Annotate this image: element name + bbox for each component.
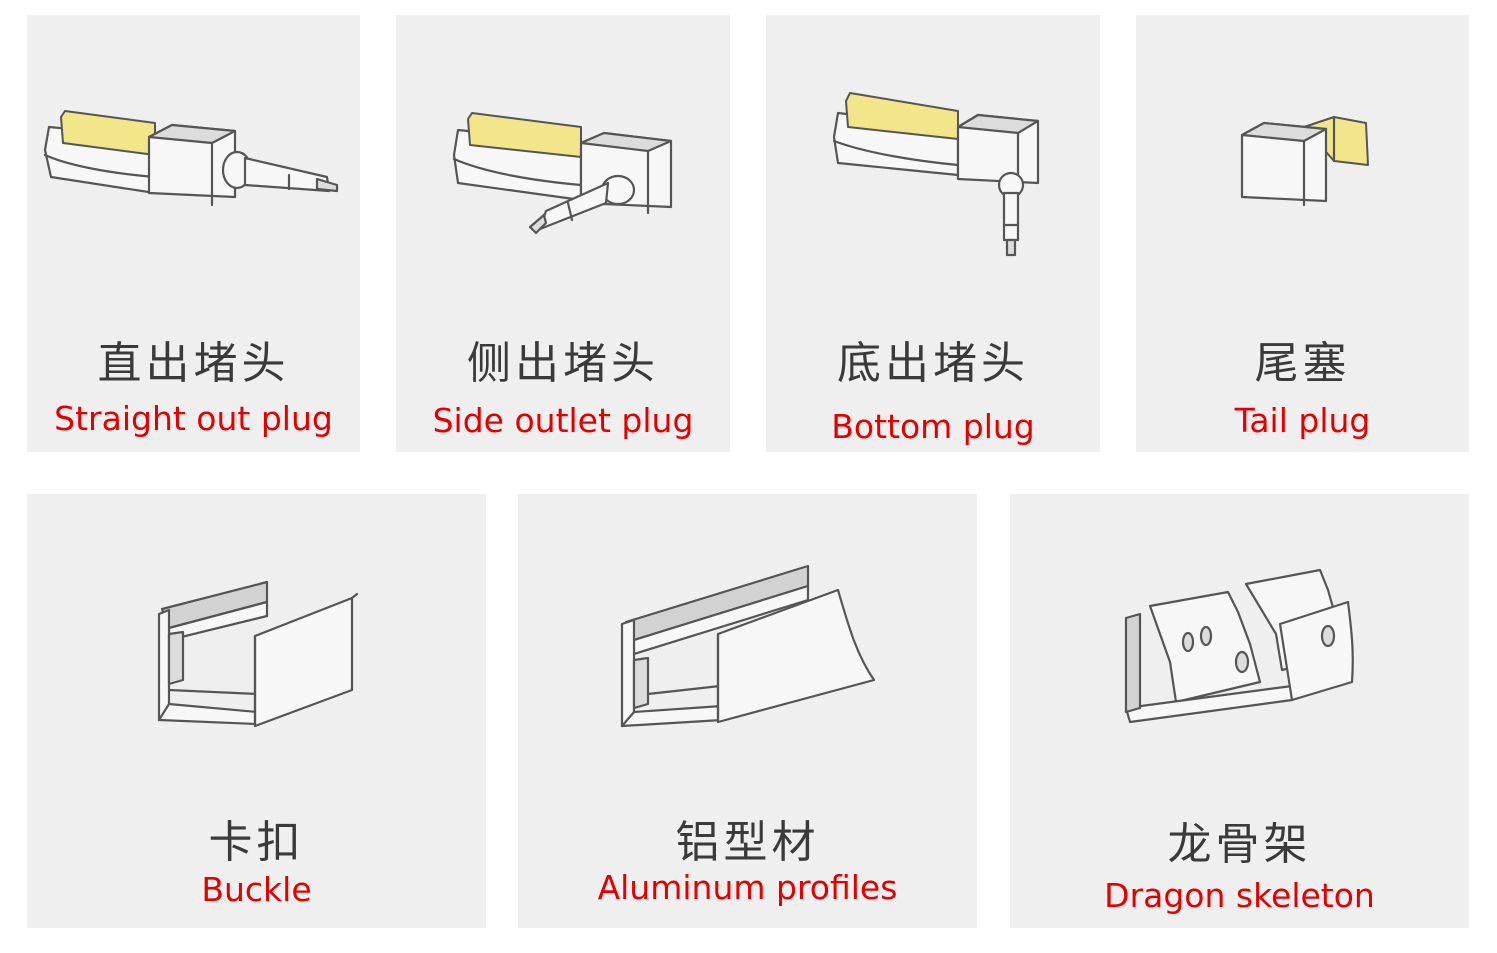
product-name-cn: 侧出堵头 xyxy=(467,338,659,389)
product-name-cn: 直出堵头 xyxy=(97,338,290,389)
product-card-aluminum-profiles: 铝型材 Aluminum profiles xyxy=(518,494,977,928)
product-name-cn: 龙骨架 xyxy=(1167,819,1312,870)
product-name-en: Tail plug xyxy=(1234,401,1371,440)
product-card-straight-out-plug: 直出堵头 Straight out plug xyxy=(27,15,360,452)
aluminum-profile-icon xyxy=(620,564,876,728)
tail-plug-icon xyxy=(1240,115,1369,207)
side-outlet-plug-icon xyxy=(452,112,673,235)
product-name-en: Dragon skeleton xyxy=(1104,876,1375,915)
dragon-skeleton-icon xyxy=(1124,568,1354,724)
product-card-side-outlet-plug: 侧出堵头 Side outlet plug xyxy=(396,15,730,452)
buckle-icon xyxy=(157,580,359,728)
product-name-en: Buckle xyxy=(201,870,312,909)
product-name-cn: 尾塞 xyxy=(1254,338,1351,389)
product-card-buckle: 卡扣 Buckle xyxy=(27,494,486,928)
product-name-en: Aluminum profiles xyxy=(597,868,898,907)
bottom-plug-icon xyxy=(832,92,1040,257)
product-name-en: Side outlet plug xyxy=(432,401,694,440)
product-card-dragon-skeleton: 龙骨架 Dragon skeleton xyxy=(1010,494,1469,928)
product-name-cn: 铝型材 xyxy=(675,817,820,868)
product-name-cn: 底出堵头 xyxy=(837,338,1029,389)
straight-out-plug-icon xyxy=(43,110,339,207)
product-name-en: Straight out plug xyxy=(54,399,333,438)
product-card-bottom-plug: 底出堵头 Bottom plug xyxy=(766,15,1100,452)
product-name-cn: 卡扣 xyxy=(208,817,305,868)
product-name-en: Bottom plug xyxy=(831,407,1035,446)
product-card-tail-plug: 尾塞 Tail plug xyxy=(1136,15,1469,452)
